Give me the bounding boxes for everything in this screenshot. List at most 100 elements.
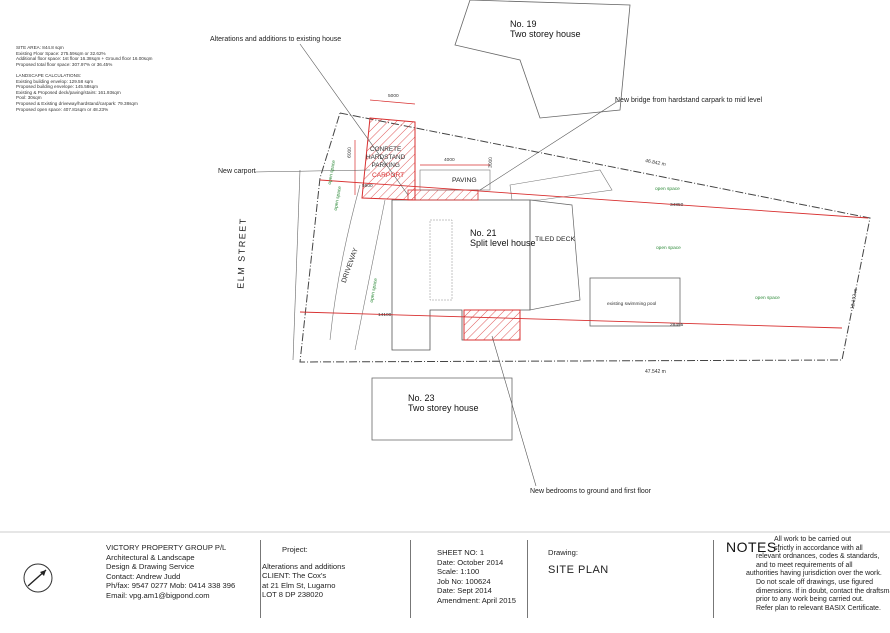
leader-new-carport xyxy=(253,169,371,173)
house-label-no19: No. 19 Two storey house xyxy=(510,19,581,39)
project-line: CLIENT: The Cox's xyxy=(262,571,327,581)
driveway-curve-right xyxy=(354,199,386,351)
site-info-line: Pool: 30sqm xyxy=(16,95,42,101)
house-no23-outline xyxy=(371,377,513,441)
title-company-block: VICTORY PROPERTY GROUP P/L Architectural… xyxy=(106,543,235,628)
north-arrow-icon xyxy=(23,563,53,593)
leader-new-bridge xyxy=(479,100,619,191)
house-type: Two storey house xyxy=(408,403,479,413)
company-line: VICTORY PROPERTY GROUP P/L xyxy=(106,543,227,552)
open-space-label: open space xyxy=(656,246,681,251)
red-setback-line-top xyxy=(319,179,869,219)
title-divider xyxy=(527,540,528,618)
project-heading: Project: xyxy=(282,545,308,554)
house-type: Two storey house xyxy=(510,29,581,39)
site-info-line: Additional floor space: 1st floor 16.38s… xyxy=(16,56,153,62)
notes-block: All work to be carried out strictly in a… xyxy=(746,536,890,613)
boundary-bottom-dim: 47.542 m xyxy=(645,369,666,375)
notes-line: dimensions. If in doubt, contact the dra… xyxy=(756,587,890,595)
house-number: No. 21 xyxy=(470,228,497,238)
driveway-curve-left xyxy=(329,184,361,341)
notes-line: and to meet requirements of all xyxy=(756,561,853,569)
site-info-line: Proposed building envelope: 145.58sqm xyxy=(16,84,98,90)
site-info-line: Proposed open space: 407.81sqm or 48.23% xyxy=(16,106,109,112)
bridge-hatched-area xyxy=(407,189,479,201)
carport-label: CARPORT xyxy=(372,172,405,179)
dim-5900: 5900 xyxy=(362,184,373,189)
paving-label: PAVING xyxy=(452,177,477,184)
open-space-label: open space xyxy=(755,296,780,301)
concrete-label: CONRETE HARDSTAND PARKING xyxy=(366,146,405,170)
property-boundary xyxy=(299,112,871,363)
title-sheet-block: SHEET NO: 1 Date: October 2014 Scale: 1:… xyxy=(437,548,516,633)
red-dim-5000 xyxy=(369,99,416,105)
site-info-line: SITE AREA: 844.8 sqm xyxy=(16,45,64,50)
bedrooms-hatched-area xyxy=(463,309,521,341)
title-project-block: Project: Alterations and additions CLIEN… xyxy=(262,545,345,630)
red-setback-line-bottom xyxy=(299,311,843,329)
house-number: No. 19 xyxy=(510,19,537,29)
notes-line: Do not scale off drawings, use figured xyxy=(756,578,873,586)
drawing-heading: Drawing: xyxy=(548,548,578,557)
open-space-label: open space xyxy=(655,187,680,192)
house-type: Split level house xyxy=(470,238,536,248)
leader-alterations xyxy=(299,43,409,196)
title-drawing-block: Drawing: SITE PLAN xyxy=(548,548,609,633)
company-line: Ph/fax: 9547 0277 Mob: 0414 338 396 xyxy=(106,581,236,591)
site-info-line: Proposed total floor space: 307.97% or 3… xyxy=(16,61,113,67)
site-info-line: Existing Floor Space: 275.59sqm or 32.62… xyxy=(16,50,106,56)
drawing-title: SITE PLAN xyxy=(548,563,609,576)
company-line: Contact: Andrew Judd xyxy=(106,571,181,581)
house-label-no23: No. 23 Two storey house xyxy=(408,393,479,413)
dim-34850: 34850 xyxy=(670,203,684,208)
street-edge xyxy=(292,169,301,361)
company-line: Design & Drawing Service xyxy=(106,562,195,572)
annotation-alterations: Alterations and additions to existing ho… xyxy=(210,36,342,43)
concrete-line: PARKING xyxy=(371,162,400,169)
title-divider xyxy=(410,540,411,618)
site-info-line: Existing & Proposed deck/paving/stairs: … xyxy=(16,89,121,95)
sheet-line: Scale: 1:100 xyxy=(437,567,480,577)
leader-new-bedrooms xyxy=(491,335,537,487)
pool-label: existing swimming pool xyxy=(607,302,657,307)
company-line: Email: vpg.am1@bigpond.com xyxy=(106,590,210,600)
notes-line: relevant ordnances, codes & standards, xyxy=(756,553,880,561)
dim-28455: 28455 xyxy=(670,323,684,328)
tiled-deck-outline xyxy=(529,199,581,311)
dim-4000: 4000 xyxy=(444,158,455,163)
concrete-line: CONRETE xyxy=(370,146,402,153)
notes-line: authorities having jurisdiction over the… xyxy=(746,570,882,578)
sheet-line: Job No: 100624 xyxy=(437,576,491,586)
notes-line: All work to be carried out xyxy=(774,536,852,543)
dim-6000: 6000 xyxy=(347,147,354,158)
site-info-line: Existing building envelop: 129.58 sqm xyxy=(16,78,94,84)
paving-area xyxy=(419,169,491,191)
notes-line: prior to any work being carried out. xyxy=(756,596,864,604)
project-line: Alterations and additions xyxy=(262,561,346,571)
annotation-new-carport: New carport xyxy=(218,168,256,175)
dim-3000: 3000 xyxy=(488,157,495,168)
rear-structure xyxy=(509,169,613,201)
concrete-line: HARDSTAND xyxy=(366,154,406,161)
notes-line: strictly in accordance with all xyxy=(774,544,863,552)
site-info-line: LANDSCAPE CALCULATIONS: xyxy=(16,72,82,78)
tiled-deck-label: TILED DECK xyxy=(535,236,576,243)
site-info-block: SITE AREA: 844.8 sqm Existing Floor Spac… xyxy=(16,45,153,112)
project-line: LOT 8 DP 238020 xyxy=(262,590,323,600)
title-divider xyxy=(260,540,261,618)
site-info-line: Proposed & Existing driveway/hardstand/c… xyxy=(16,100,138,106)
annotation-new-bedrooms: New bedrooms to ground and first floor xyxy=(530,488,652,495)
house-inner-block xyxy=(429,219,453,301)
notes-heading: NOTES: xyxy=(726,539,782,555)
house-label-no21: No. 21 Split level house xyxy=(470,228,536,248)
sheet-line: Amendment: April 2015 xyxy=(437,595,516,605)
site-plan-drawing xyxy=(0,0,890,593)
dim-5000: 5000 xyxy=(388,94,399,99)
pool-outline xyxy=(589,277,681,327)
house-no19-outline xyxy=(454,0,631,119)
title-divider xyxy=(713,540,714,618)
sheet-line: Date: October 2014 xyxy=(437,557,504,567)
house-number: No. 23 xyxy=(408,393,435,403)
annotation-new-bridge: New bridge from hardstand carpark to mid… xyxy=(615,97,763,104)
notes-line: Refer plan to relevant BASIX Certificate… xyxy=(756,604,881,612)
